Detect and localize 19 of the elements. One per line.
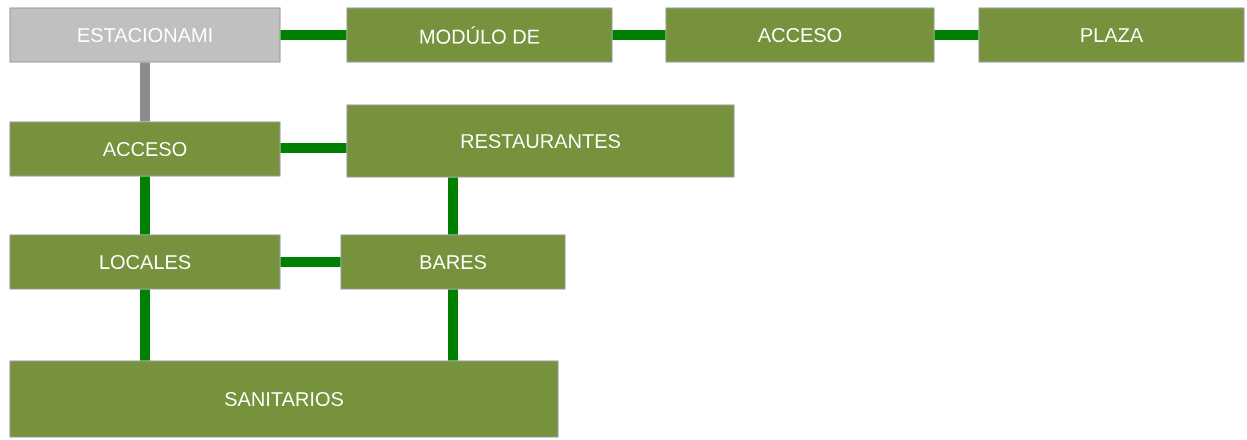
connector-line: [448, 289, 458, 361]
box: PLAZA: [978, 7, 1245, 63]
connector-line: [934, 30, 979, 40]
connector-line: [612, 30, 666, 40]
connector-line: [448, 177, 458, 235]
box: LOCALES: [9, 234, 281, 290]
box: MODÚLO DE: [346, 7, 613, 63]
connector-line: [140, 176, 150, 235]
box: SANITARIOS: [9, 360, 559, 438]
box: ACCESO: [665, 7, 935, 63]
connector-line: [280, 30, 347, 40]
box: RESTAURANTES: [346, 104, 735, 178]
connector-line: [140, 289, 150, 361]
connector-line: [280, 143, 347, 153]
connector-line: [140, 62, 150, 122]
box: ACCESO: [9, 121, 281, 177]
box: ESTACIONAMI: [9, 7, 281, 63]
box: BARES: [340, 234, 566, 290]
connector-line: [280, 257, 341, 267]
